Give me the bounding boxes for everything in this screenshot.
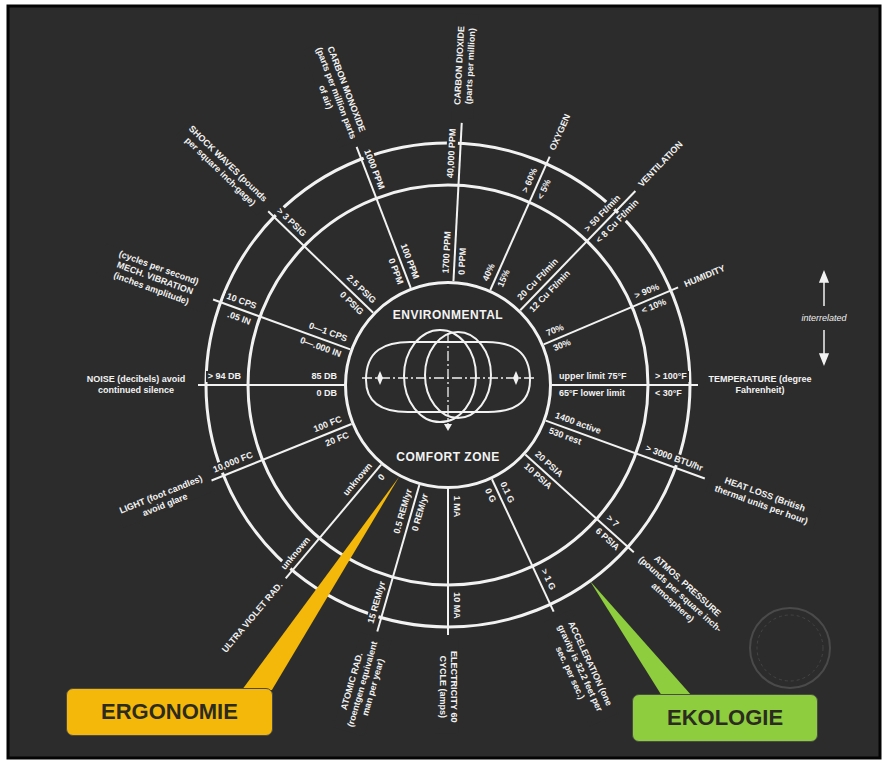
zone-title: ENVIRONMENTAL	[344, 307, 552, 323]
comfort-value: 85 DB	[309, 371, 339, 382]
human-figure	[362, 330, 534, 426]
head-outline	[404, 330, 476, 422]
callout-box: ERGONOMIE	[66, 688, 273, 736]
axis-title: ATOMIC RAD. (roentgen equivalent man per…	[333, 632, 391, 736]
comfort-value: unknown	[339, 460, 375, 500]
limit-value: > 100°F	[653, 371, 689, 382]
spoke-line	[546, 421, 705, 479]
comfort-value: 1700 PPM	[440, 229, 453, 276]
comfort-value: 0	[374, 470, 388, 484]
limit-value: 10,000 FC	[210, 449, 257, 476]
limit-value: > 3000 BTU/hr	[642, 442, 706, 474]
comfort-value: 15%	[495, 267, 514, 292]
axis-title: CARBON MONOXIDE (parts per million parts…	[302, 39, 370, 148]
callout-box: EKOLOGIE	[632, 694, 818, 742]
arrow-head	[820, 354, 828, 364]
spoke-line	[357, 147, 411, 288]
axis-title: SHOCK WAVES (pounds per square inch-gage…	[175, 121, 272, 216]
axis-marker	[444, 424, 452, 431]
axis-title: ATMOS. PRESSURE (pounds per square inch-…	[627, 544, 733, 644]
spoke-line	[213, 299, 350, 349]
callout-text: ERGONOMIE	[101, 699, 238, 725]
comfort-value: 0 PPM	[457, 245, 469, 277]
axis-marker	[513, 371, 519, 385]
comfort-value: 0 G	[482, 485, 500, 506]
axis-line	[447, 333, 448, 426]
comfort-value: upper limit 75°F	[557, 371, 629, 382]
axis-title: NOISE (decibels) avoid continued silence	[79, 374, 193, 396]
limit-value: < 5%	[534, 176, 554, 203]
spoke-group	[198, 123, 705, 635]
limit-value: > 94 DB	[206, 371, 243, 382]
axis-title: HUMIDITY	[681, 262, 729, 290]
axis-title: ACCELERATION (one gravity is 32.2 feet p…	[541, 609, 619, 726]
dark-panel	[8, 6, 880, 758]
spoke-line	[447, 489, 449, 635]
callout-text: EKOLOGIE	[667, 705, 783, 731]
spoke-line	[198, 384, 344, 386]
limit-value: 6 PSIA	[591, 524, 622, 554]
axis-title: OXYGEN	[547, 111, 574, 154]
axis-title: ELECTRICITY 60 CYCLE (amps)	[437, 640, 459, 734]
comfort-value: 1 MA	[451, 494, 462, 520]
limit-value: > 1 G	[537, 565, 558, 593]
limit-value: < 30°F	[653, 388, 684, 399]
axis-title: ULTRA VIOLET RAD.	[219, 579, 287, 657]
limit-value: < 10%	[638, 296, 670, 318]
axis-title: CARBON DIOXIDE (parts per million)	[451, 13, 478, 118]
comfort-value: 20 FC	[322, 429, 352, 450]
comfort-value: 0.1 G	[497, 478, 518, 506]
spoke-line	[544, 287, 678, 344]
limit-value: > 7	[602, 512, 622, 531]
comfort-value: 30%	[550, 337, 574, 356]
arrow-shaft	[823, 280, 825, 306]
limit-value: 15 REM/yr	[365, 578, 388, 627]
arrow-head	[820, 272, 828, 282]
limit-value: > 3 PSIG	[273, 204, 310, 240]
spoke-line	[552, 384, 698, 386]
note-text: interrelated	[799, 313, 848, 324]
axis-title: (cycles per second) MECH. VIBRATION (inc…	[96, 244, 214, 313]
spoke-line	[525, 455, 633, 553]
limit-value: 10 MA	[451, 590, 462, 621]
arrow-shaft	[823, 330, 825, 356]
comfort-value: 0 DB	[314, 388, 339, 399]
spoke-line	[212, 424, 352, 481]
comfort-value: 65°F lower limit	[557, 388, 627, 399]
axis-title: VENTILATION	[635, 138, 687, 191]
spoke-line	[492, 479, 554, 611]
comfort-value: 70%	[543, 321, 567, 340]
comfort-zone-circle: ENVIRONMENTAL COMFORT ZONE	[344, 281, 552, 489]
spoke-line	[268, 211, 373, 312]
stamp-ring	[750, 608, 830, 688]
spoke-line	[520, 191, 635, 310]
limit-value: 40,000 PPM	[445, 126, 459, 180]
stamp-ring	[757, 615, 823, 681]
axis-title: TEMPERATURE (degree Fahrenheit)	[703, 374, 817, 396]
axis-title: LIGHT (foot candles) avoid glare	[116, 472, 211, 527]
zone-title: COMFORT ZONE	[344, 449, 552, 465]
limit-value: .05 IN	[224, 308, 254, 328]
axis-marker	[377, 371, 383, 385]
spoke-line	[377, 485, 419, 632]
limit-value: 1000 PPM	[361, 146, 388, 193]
limit-value: unknown	[278, 533, 314, 573]
axis-title: HEAT LOSS (British thermal units per hou…	[706, 470, 821, 529]
head-outline	[425, 332, 491, 418]
